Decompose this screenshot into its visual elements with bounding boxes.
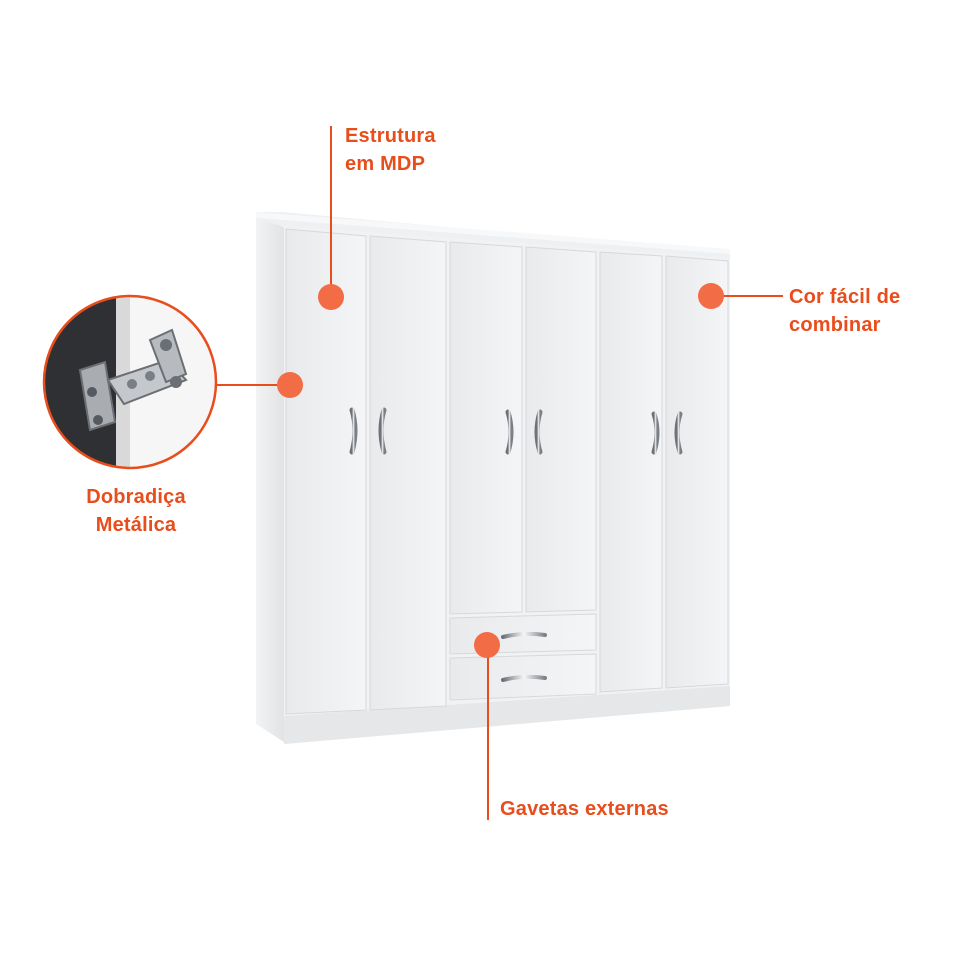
door-handles xyxy=(349,407,683,455)
door-6 xyxy=(665,255,729,689)
wardrobe-plinth xyxy=(284,686,730,744)
door-2 xyxy=(369,235,447,711)
callout-cor xyxy=(698,283,783,309)
hinge-detail-image xyxy=(42,294,218,470)
door-4 xyxy=(525,246,597,613)
callout-dot xyxy=(698,283,724,309)
callout-label-gavetas: Gavetas externas xyxy=(500,798,669,820)
callout-dot xyxy=(474,632,500,658)
door-5 xyxy=(599,251,663,693)
door-1 xyxy=(285,228,367,715)
callout-estrutura xyxy=(318,126,344,310)
wardrobe xyxy=(256,212,730,744)
drawer-handles xyxy=(501,631,547,682)
callout-dobradica xyxy=(216,372,303,398)
wardrobe-side-panel xyxy=(256,218,284,742)
callout-dot xyxy=(318,284,344,310)
callout-label-cor: Cor fácil de combinar xyxy=(789,286,901,336)
callout-label-dobradica: Dobradiça Metálica xyxy=(86,486,186,536)
callout-label-estrutura: Estrutura em MDP xyxy=(345,125,436,175)
door-3 xyxy=(449,241,523,615)
callout-dot xyxy=(277,372,303,398)
callout-gavetas xyxy=(474,632,500,820)
